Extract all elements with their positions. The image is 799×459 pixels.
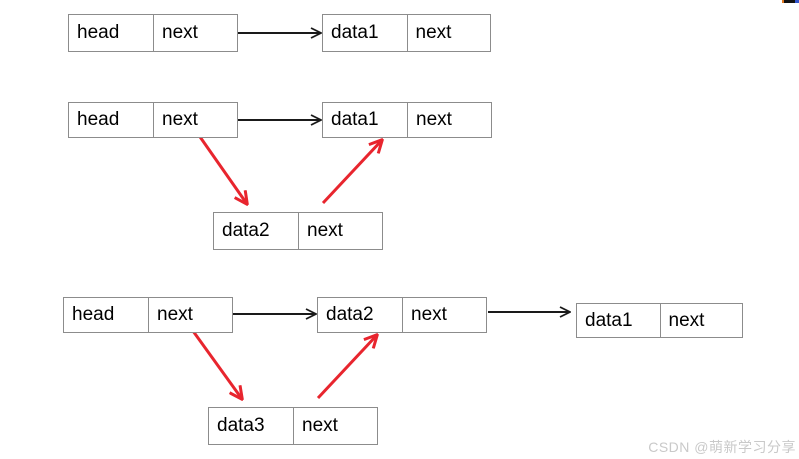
node-cell-next: next	[148, 298, 232, 332]
red-arrow-step3-data3-to-data2	[316, 335, 377, 400]
node-cell-value: data2	[222, 220, 270, 241]
screen-edge-artifact	[782, 0, 799, 3]
red-arrow-step2-data2-to-data1	[321, 140, 382, 205]
node-cell-next: next	[153, 103, 237, 137]
node-cell-next: next	[659, 304, 743, 337]
step3-data3-node: data3 next	[208, 407, 378, 445]
node-cell-next: next	[153, 15, 237, 51]
step3-data2-node: data2 next	[317, 297, 487, 333]
node-cell-value: data1	[331, 109, 379, 130]
node-cell-value: data1	[331, 22, 379, 43]
csdn-watermark: CSDN @萌新学习分享	[648, 439, 796, 455]
node-cell-value: head	[72, 304, 115, 325]
step1-head-node: head next	[68, 14, 238, 52]
step2-data1-node: data1 next	[322, 102, 492, 138]
node-cell-value: data3	[217, 415, 265, 436]
node-cell-value: data2	[326, 304, 374, 325]
step3-data1-node: data1 next	[576, 303, 743, 338]
red-arrow-step2-head-to-data2	[196, 133, 247, 204]
node-cell-next: next	[406, 15, 491, 51]
node-cell-value: head	[77, 109, 120, 130]
red-arrow-step3-head-to-data3	[191, 330, 242, 399]
step2-head-node: head next	[68, 102, 238, 138]
step1-data1-node: data1 next	[322, 14, 491, 52]
step2-data2-node: data2 next	[213, 212, 383, 250]
node-cell-next: next	[407, 103, 491, 137]
step3-head-node: head next	[63, 297, 233, 333]
node-cell-next: next	[293, 408, 377, 444]
node-cell-next: next	[298, 213, 382, 249]
node-cell-value: data1	[585, 309, 633, 331]
node-cell-value: head	[77, 22, 120, 43]
node-cell-next: next	[402, 298, 486, 332]
